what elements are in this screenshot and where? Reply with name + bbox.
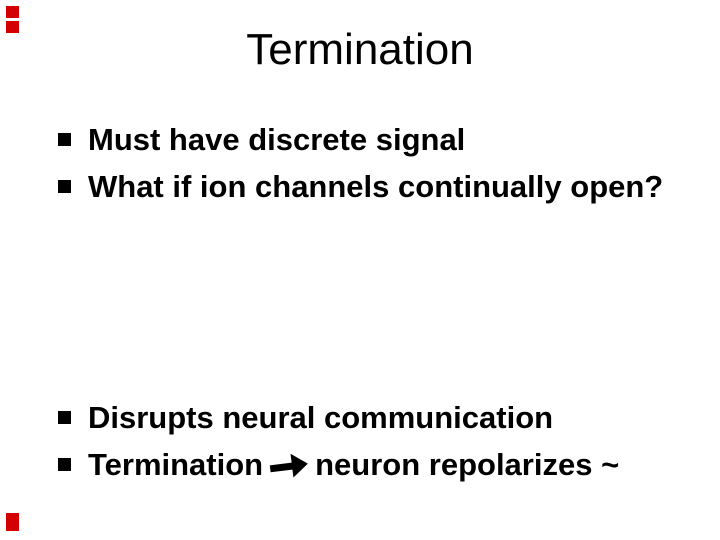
right-arrow-icon <box>269 451 310 480</box>
bullet-text: Must have discrete signal <box>88 122 466 157</box>
arrow-head <box>290 451 310 478</box>
bullet-text: What if ion channels continually open? <box>88 169 664 204</box>
bullet-item: Termination neuron repolarizes ~ <box>58 441 698 488</box>
red-corner-accent-bottom <box>6 513 19 531</box>
bullet-item: Disrupts neural communication <box>58 394 698 441</box>
bullet-square-icon <box>58 133 71 146</box>
red-corner-accent-top-lower <box>6 21 19 33</box>
bullet-item: What if ion channels continually open? <box>58 163 698 210</box>
bullet-square-icon <box>58 180 71 193</box>
red-corner-accent-top-upper <box>6 6 19 18</box>
bullet-text-prefix: Termination <box>88 447 264 482</box>
bullet-text: Disrupts neural communication <box>88 400 554 435</box>
bullet-square-icon <box>58 458 71 471</box>
bullet-text-suffix: neuron repolarizes ~ <box>315 447 620 482</box>
slide-title: Termination <box>246 25 474 74</box>
bullet-text: Termination neuron repolarizes ~ <box>88 441 619 488</box>
bullet-group-top: Must have discrete signal What if ion ch… <box>58 116 698 210</box>
bullet-group-bottom: Disrupts neural communication Terminatio… <box>58 394 698 488</box>
bullet-square-icon <box>58 411 71 424</box>
bullet-item: Must have discrete signal <box>58 116 698 163</box>
